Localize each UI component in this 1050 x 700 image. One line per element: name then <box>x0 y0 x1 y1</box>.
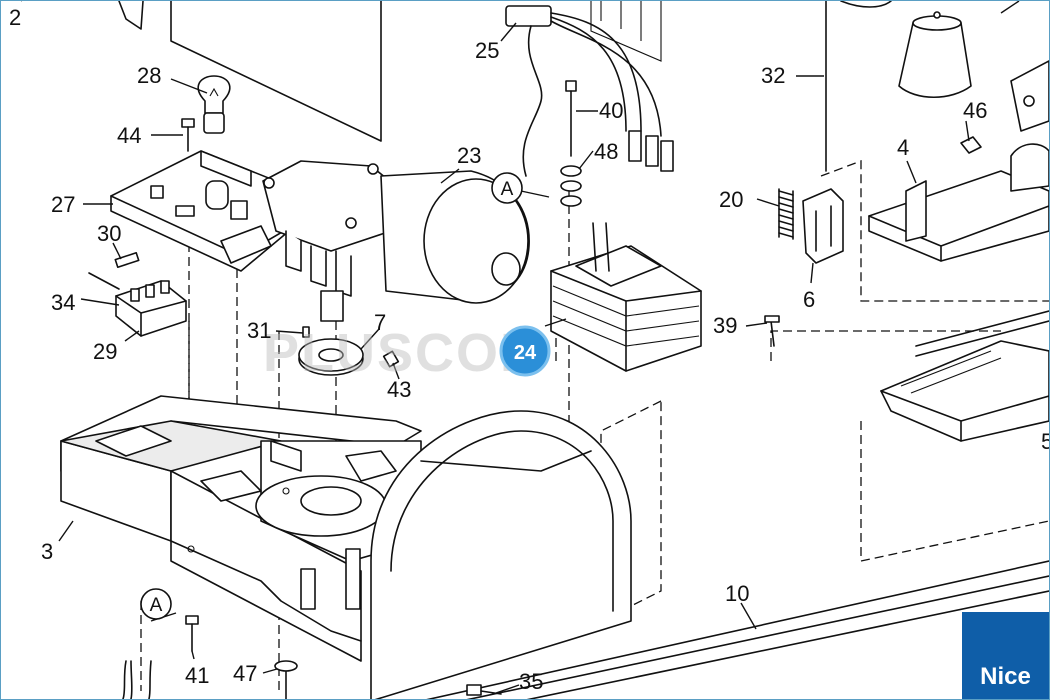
callout-27: 27 <box>51 192 75 217</box>
gear-wheel <box>298 338 364 376</box>
callout-6: 6 <box>803 287 815 312</box>
bolt-40 <box>560 80 582 207</box>
svg-text:24: 24 <box>514 342 537 364</box>
callout-7: 7 <box>374 310 386 335</box>
terminal-block <box>115 280 187 337</box>
part-24-badge[interactable]: 24 <box>499 325 551 377</box>
pin-31 <box>302 326 310 338</box>
callout-2: 2 <box>9 5 21 30</box>
callout-48: 48 <box>594 139 618 164</box>
svg-text:A: A <box>501 179 514 200</box>
callout-32: 32 <box>761 63 785 88</box>
nut-46 <box>960 136 982 154</box>
callout-43: 43 <box>387 377 411 402</box>
screw-41 <box>185 615 199 652</box>
callout-20: 20 <box>719 187 743 212</box>
callout-39: 39 <box>713 313 737 338</box>
washer-47 <box>274 660 298 699</box>
callout-41: 41 <box>185 663 209 688</box>
brand-logo[interactable]: Nice <box>962 612 1049 699</box>
connector-marker-lower: A <box>140 588 172 620</box>
transformer <box>550 222 702 372</box>
watermark: PLUSCOM <box>263 323 547 383</box>
connector-marker-upper: A <box>491 172 523 204</box>
callout-44: 44 <box>117 123 141 148</box>
gear-motor <box>262 160 530 322</box>
bolt-35 <box>466 684 502 696</box>
callout-23: 23 <box>457 143 481 168</box>
callout-5: 5 <box>1041 429 1049 454</box>
callout-28: 28 <box>137 63 161 88</box>
cup-cover <box>840 1 972 99</box>
slider-clip <box>802 188 844 264</box>
transformer-shell <box>370 410 632 699</box>
callout-10: 10 <box>725 581 749 606</box>
rail-fragment <box>118 1 144 30</box>
callout-46: 46 <box>963 98 987 123</box>
screw-39 <box>770 320 775 347</box>
fuse-30 <box>114 251 140 269</box>
callout-labels: 2 25 28 32 46 44 40 48 23 4 27 20 30 6 3… <box>9 5 1049 694</box>
cover-panel <box>170 1 382 142</box>
callout-25: 25 <box>475 38 499 63</box>
callout-40: 40 <box>599 98 623 123</box>
carriage <box>880 310 1049 442</box>
spring-20 <box>778 188 794 240</box>
svg-text:A: A <box>150 595 163 616</box>
rail <box>426 560 1049 699</box>
callout-47: 47 <box>233 661 257 686</box>
callout-29: 29 <box>93 339 117 364</box>
callout-35: 35 <box>519 669 543 694</box>
callout-30: 30 <box>97 221 121 246</box>
callout-34: 34 <box>51 290 75 315</box>
screw-44 <box>181 118 195 152</box>
wire-harness <box>505 5 674 177</box>
callout-3: 3 <box>41 539 53 564</box>
callout-31: 31 <box>247 318 271 343</box>
callout-4: 4 <box>897 135 909 160</box>
bulb <box>197 75 231 134</box>
mount-bracket <box>868 60 1049 262</box>
wire-ends <box>122 660 152 699</box>
screw-34 <box>88 272 120 290</box>
base-housing <box>60 395 422 662</box>
